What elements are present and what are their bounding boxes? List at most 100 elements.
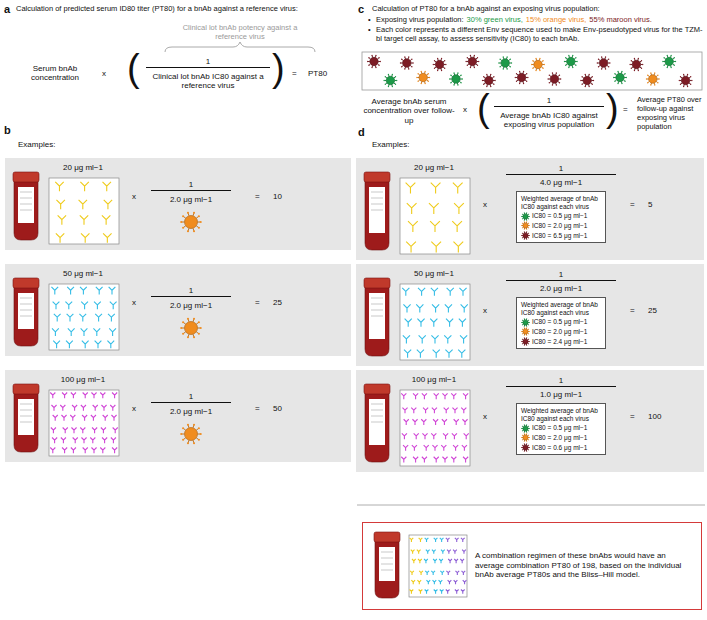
antibody — [92, 427, 97, 433]
parenthesis: ) — [606, 89, 619, 127]
spike-tip — [667, 55, 668, 56]
label-line — [371, 404, 383, 405]
antibody — [417, 550, 421, 554]
spike-tip — [449, 78, 450, 79]
spike-tip — [657, 75, 658, 76]
spike-tip — [524, 222, 525, 223]
spike-tip — [528, 233, 529, 234]
antibody — [463, 580, 467, 584]
tube-body — [375, 540, 399, 598]
spike-tip — [522, 430, 523, 431]
spike-tip — [457, 72, 458, 73]
denominator: 1.0 μg ml−1 — [506, 390, 616, 399]
antibody — [462, 445, 467, 451]
spike-tip — [601, 68, 602, 69]
virus-icon — [521, 318, 530, 326]
numerator: 1 — [146, 57, 270, 68]
spike-tip — [601, 56, 602, 57]
spike-tip — [608, 59, 609, 60]
virus-body — [681, 76, 689, 84]
example-band: 20 μg ml−1x12.0 μg ml−1=10 — [5, 158, 351, 250]
spike-tip — [642, 64, 643, 65]
spike-tip — [529, 428, 530, 429]
spike-tip — [474, 55, 475, 56]
concentration: 100 μg ml−1 — [43, 375, 123, 384]
virus-body — [370, 57, 378, 65]
denominator: Clinical lot bnAb IC80 against a referen… — [146, 72, 270, 91]
spike-tip — [522, 435, 523, 436]
antibody — [71, 392, 76, 398]
antibody — [109, 287, 116, 295]
spike-tip — [654, 72, 655, 73]
spike-tip — [193, 424, 195, 426]
antibody — [460, 559, 464, 563]
formula-term: Serum bnAb concentration — [16, 64, 94, 83]
spike-tip — [477, 65, 478, 66]
spike-tip — [552, 84, 553, 85]
numerator: 1 — [151, 392, 231, 403]
numerator: 1 — [151, 180, 231, 191]
antibody — [401, 457, 406, 463]
virus-body — [523, 339, 528, 344]
tube-cap — [364, 384, 390, 394]
spike-tip — [417, 73, 418, 74]
spike-tip — [428, 73, 429, 74]
combination-box: A combination regimen of these bnAbs wou… — [362, 522, 702, 610]
spike-tip — [576, 61, 577, 62]
spike-tip — [529, 235, 530, 236]
spike-tip — [647, 82, 648, 83]
virus-body — [185, 322, 198, 335]
virus-body — [517, 73, 525, 81]
spike-tip — [460, 82, 461, 83]
spike-tip — [388, 86, 389, 87]
virus-body — [523, 435, 528, 440]
label-line — [371, 192, 383, 193]
spike-tip — [524, 424, 525, 425]
antibody — [110, 405, 115, 411]
spike-tip — [404, 56, 405, 57]
antibody — [440, 571, 444, 575]
spike-tip — [388, 74, 389, 75]
spike-tip — [411, 66, 412, 67]
antibody — [431, 183, 441, 194]
spike-tip — [522, 426, 523, 427]
antibody — [424, 445, 429, 451]
spike-tip — [528, 339, 529, 340]
antibody — [433, 559, 437, 563]
spike-tip — [187, 336, 189, 338]
spike-tip — [493, 76, 494, 77]
spike-tip — [687, 74, 688, 75]
antibody — [453, 550, 457, 554]
spike-tip — [182, 321, 184, 323]
virus-body — [185, 216, 198, 229]
antibody — [81, 233, 89, 243]
spike-tip — [592, 76, 593, 77]
panel-letter: d — [358, 126, 365, 139]
spike-tip — [522, 329, 523, 330]
antibody — [432, 304, 439, 312]
spike-tip — [531, 64, 532, 65]
operator: = — [255, 298, 260, 307]
spike-tip — [552, 72, 553, 73]
virus-body — [452, 75, 460, 83]
note-text: A combination regimen of these bnAbs wou… — [475, 551, 693, 579]
spike-tip — [524, 212, 525, 213]
antibody — [446, 571, 450, 575]
spike-tip — [421, 83, 422, 84]
denominator: 2.0 μg ml−1 — [151, 407, 231, 416]
spike-tip — [597, 62, 598, 63]
label-line — [371, 316, 383, 317]
antibody — [444, 408, 449, 414]
spike-tip — [524, 345, 525, 346]
antibody — [464, 433, 469, 439]
antibody — [458, 350, 465, 358]
ic80-value: IC80 = 2.0 μg ml−1 — [521, 222, 601, 230]
spike-tip — [629, 64, 630, 65]
virus-key — [521, 424, 530, 433]
antibody — [453, 242, 463, 253]
antibody — [112, 392, 117, 398]
virus-key — [521, 212, 530, 221]
denominator: 2.0 μg ml−1 — [506, 284, 616, 293]
antibody — [439, 559, 443, 563]
